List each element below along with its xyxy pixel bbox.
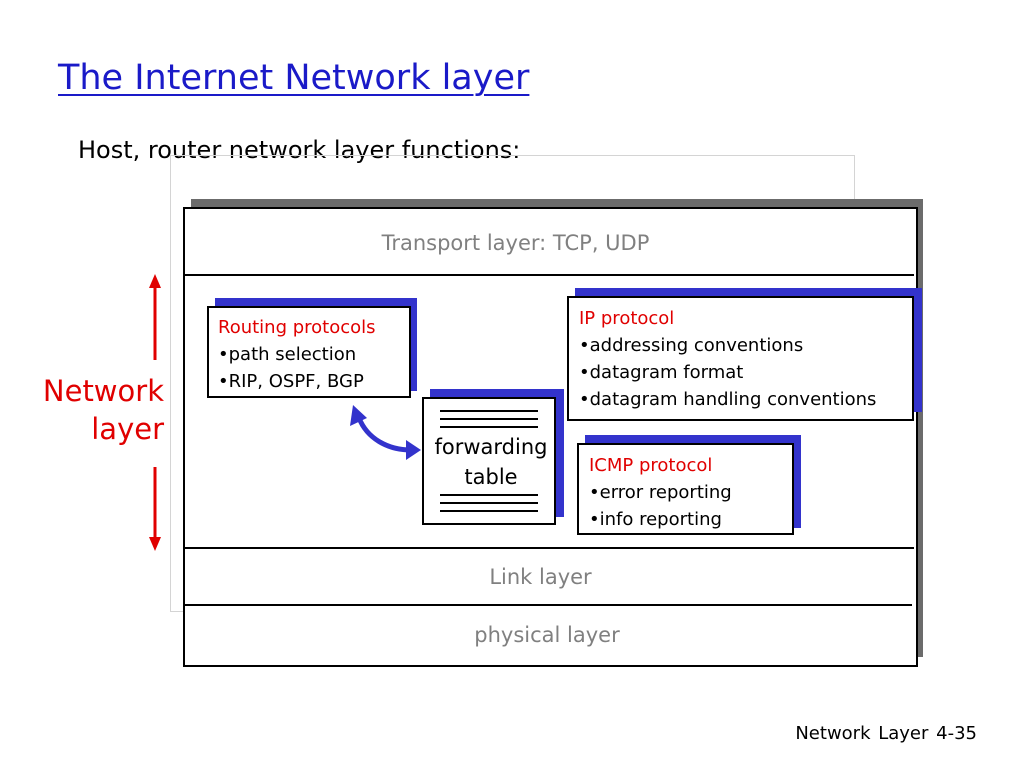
icmp-item-1: •error reporting xyxy=(589,482,732,503)
physical-layer-label: physical layer xyxy=(474,623,620,647)
ip-item-1: •addressing conventions xyxy=(579,335,804,356)
side-label-line-2: layer xyxy=(91,412,164,446)
curved-arrow-head-start xyxy=(350,405,367,426)
routing-item-2: •RIP, OSPF, BGP xyxy=(218,371,364,392)
ip-protocol-box: IP protocol •addressing conventions •dat… xyxy=(567,296,914,421)
footer-section: Network Layer xyxy=(795,723,929,744)
side-label-line-1: Network xyxy=(42,374,164,408)
link-layer-label: Link layer xyxy=(489,565,592,589)
curved-arrow-path xyxy=(356,416,412,453)
forwarding-table-box: forwarding table xyxy=(422,397,556,525)
icmp-box-title: ICMP protocol xyxy=(589,455,713,476)
ip-item-3: •datagram handling conventions xyxy=(579,389,877,410)
transport-layer-label: Transport layer: TCP, UDP xyxy=(381,231,650,255)
ip-item-2: •datagram format xyxy=(579,362,744,383)
link-divider-top xyxy=(185,547,914,549)
routing-protocols-box: Routing protocols •path selection •RIP, … xyxy=(207,306,411,398)
forwarding-table-line-1: forwarding xyxy=(434,435,548,459)
routing-box-title: Routing protocols xyxy=(218,317,376,338)
transport-divider xyxy=(185,274,914,276)
icmp-item-2: •info reporting xyxy=(589,509,722,530)
slide-title: The Internet Network layer xyxy=(58,58,530,98)
icmp-protocol-box: ICMP protocol •error reporting •info rep… xyxy=(577,443,794,535)
table-lines-top-icon xyxy=(440,410,538,428)
forwarding-table-label: forwarding table xyxy=(424,432,558,492)
slide-footer: Network Layer 4-35 xyxy=(795,723,977,744)
ip-box-title: IP protocol xyxy=(579,308,675,329)
vertical-span-arrows xyxy=(149,274,161,551)
routing-item-1: •path selection xyxy=(218,344,357,365)
forwarding-table-line-2: table xyxy=(464,465,518,489)
footer-page-number: 4-35 xyxy=(936,723,977,744)
up-arrow-head xyxy=(149,274,161,288)
slide-subtitle: Host, router network layer functions: xyxy=(78,136,521,164)
curved-arrow-head-end xyxy=(406,440,421,460)
down-arrow-head xyxy=(149,537,161,551)
physical-divider xyxy=(185,604,912,606)
network-layer-side-label: Network layer xyxy=(4,372,164,448)
table-lines-bottom-icon xyxy=(440,494,538,512)
routing-to-forwarding-arrow xyxy=(350,405,421,460)
